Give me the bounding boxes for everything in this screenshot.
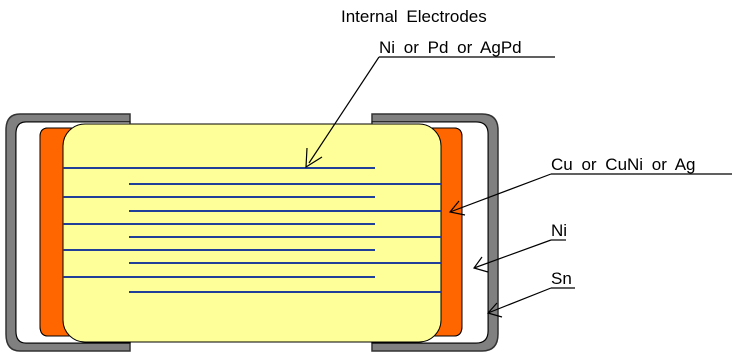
ceramic-body — [62, 123, 442, 343]
electrode-arrow — [305, 56, 380, 169]
internal-electrode-material-label: Ni or Pd or AgPd — [379, 38, 522, 57]
internal-electrodes-title: Internal Electrodes — [341, 7, 487, 26]
internal-electrodes — [63, 167, 441, 293]
outer-plating-label: Sn — [551, 269, 572, 288]
inner-termination-label: Cu or CuNi or Ag — [551, 155, 696, 174]
ni-barrier-arrow — [473, 239, 552, 273]
barrier-layer-label: Ni — [551, 221, 567, 240]
cu-termination-arrow — [448, 173, 552, 216]
leader-arrows — [305, 56, 552, 318]
sn-plating-arrow — [486, 287, 552, 318]
